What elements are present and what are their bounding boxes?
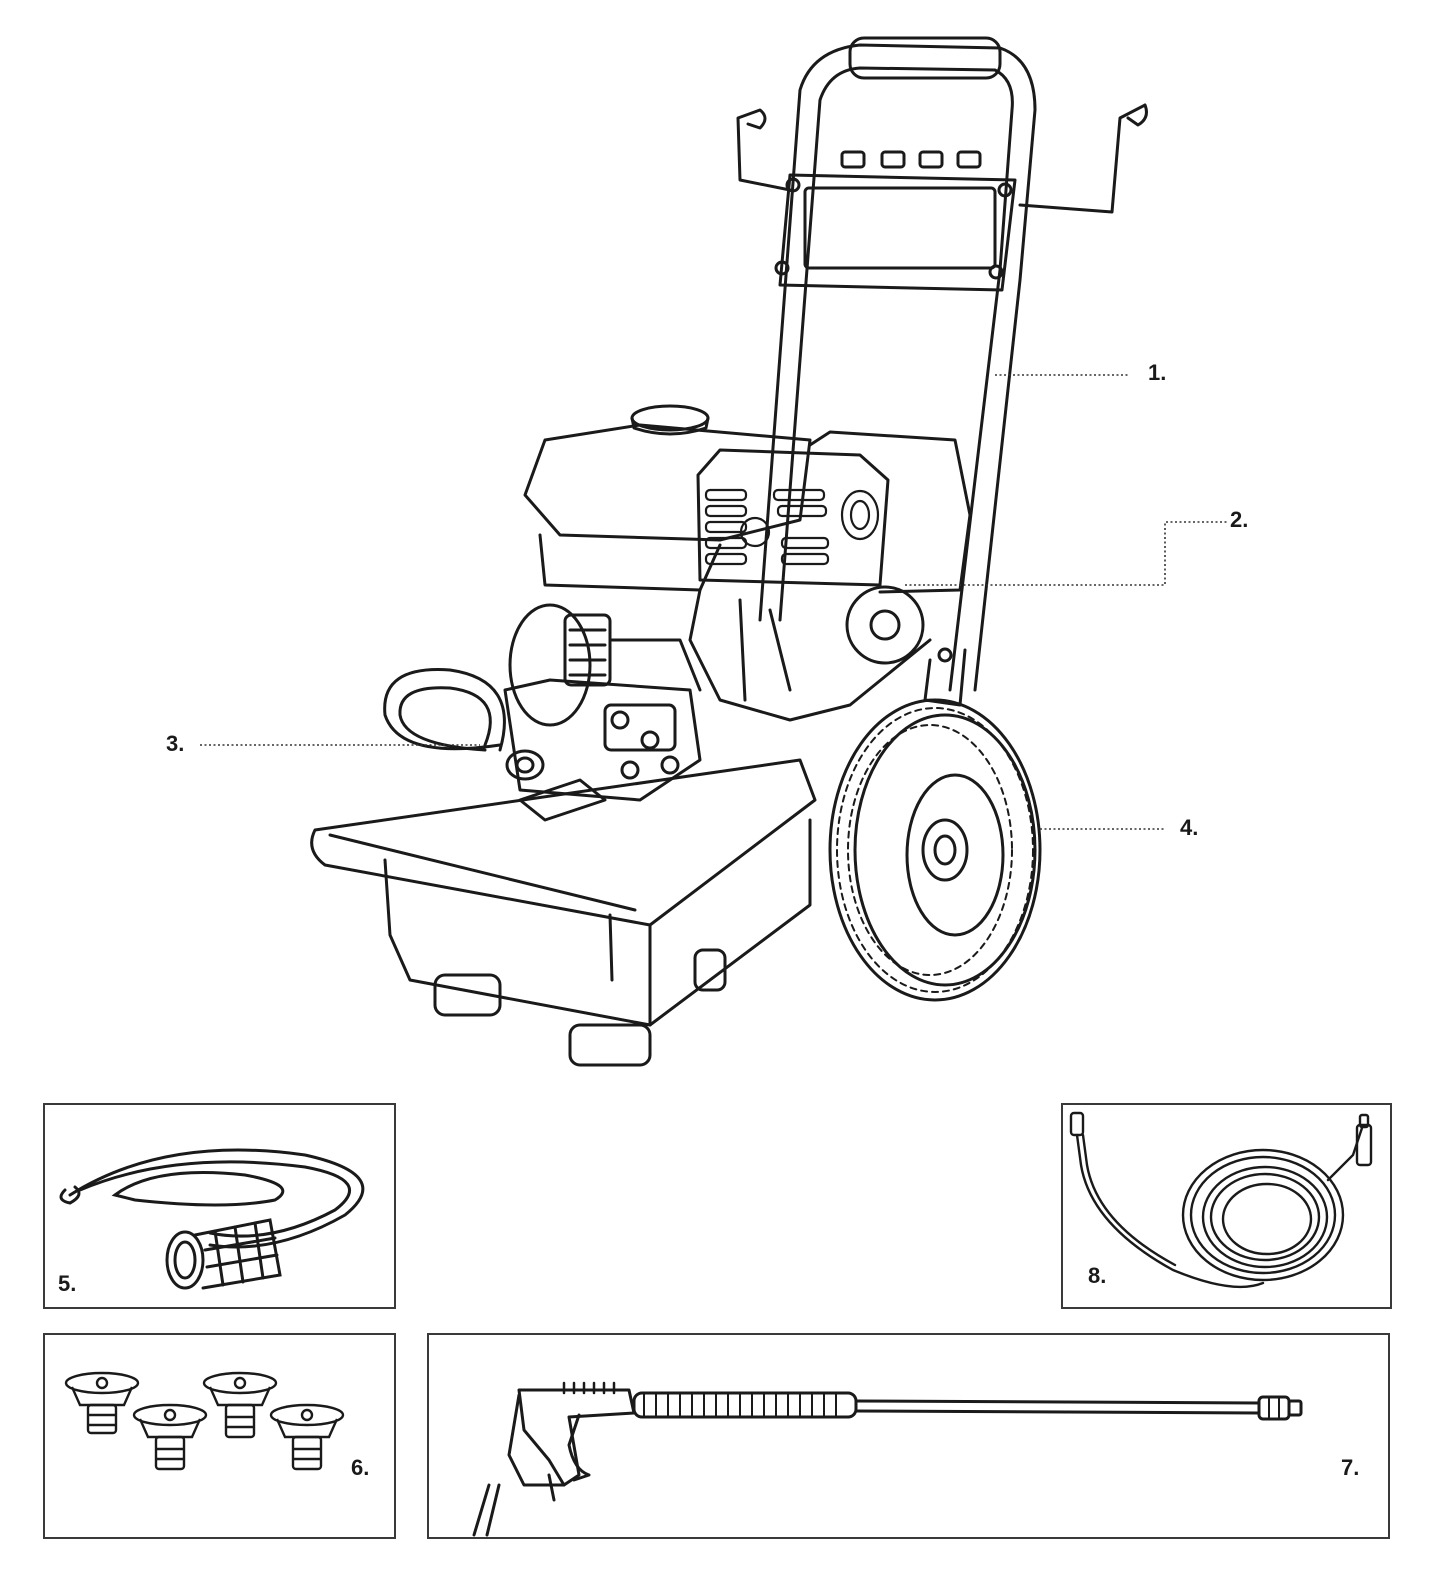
spray-gun-lance-icon [472, 1381, 1303, 1537]
accessory-box-6: 6. [43, 1333, 396, 1539]
suction-hose-with-filter-icon [59, 1148, 365, 1290]
callout-1: 1. [1148, 360, 1167, 385]
accessory-label-5: 5. [58, 1271, 77, 1296]
callout-2: 2. [1230, 507, 1249, 532]
accessory-label-7: 7. [1341, 1455, 1360, 1480]
accessory-label-6: 6. [351, 1455, 370, 1480]
accessory-box-7: 7. [427, 1333, 1390, 1539]
accessory-box-5: 5. [43, 1103, 396, 1309]
accessory-box-8: 8. [1061, 1103, 1392, 1309]
callout-3: 3. [166, 731, 185, 756]
high-pressure-hose-icon [1069, 1111, 1373, 1289]
nozzle-tips-icon [64, 1371, 345, 1471]
frame-handle [736, 36, 1148, 692]
accessory-label-8: 8. [1088, 1263, 1107, 1288]
callout-4: 4. [1180, 815, 1199, 840]
